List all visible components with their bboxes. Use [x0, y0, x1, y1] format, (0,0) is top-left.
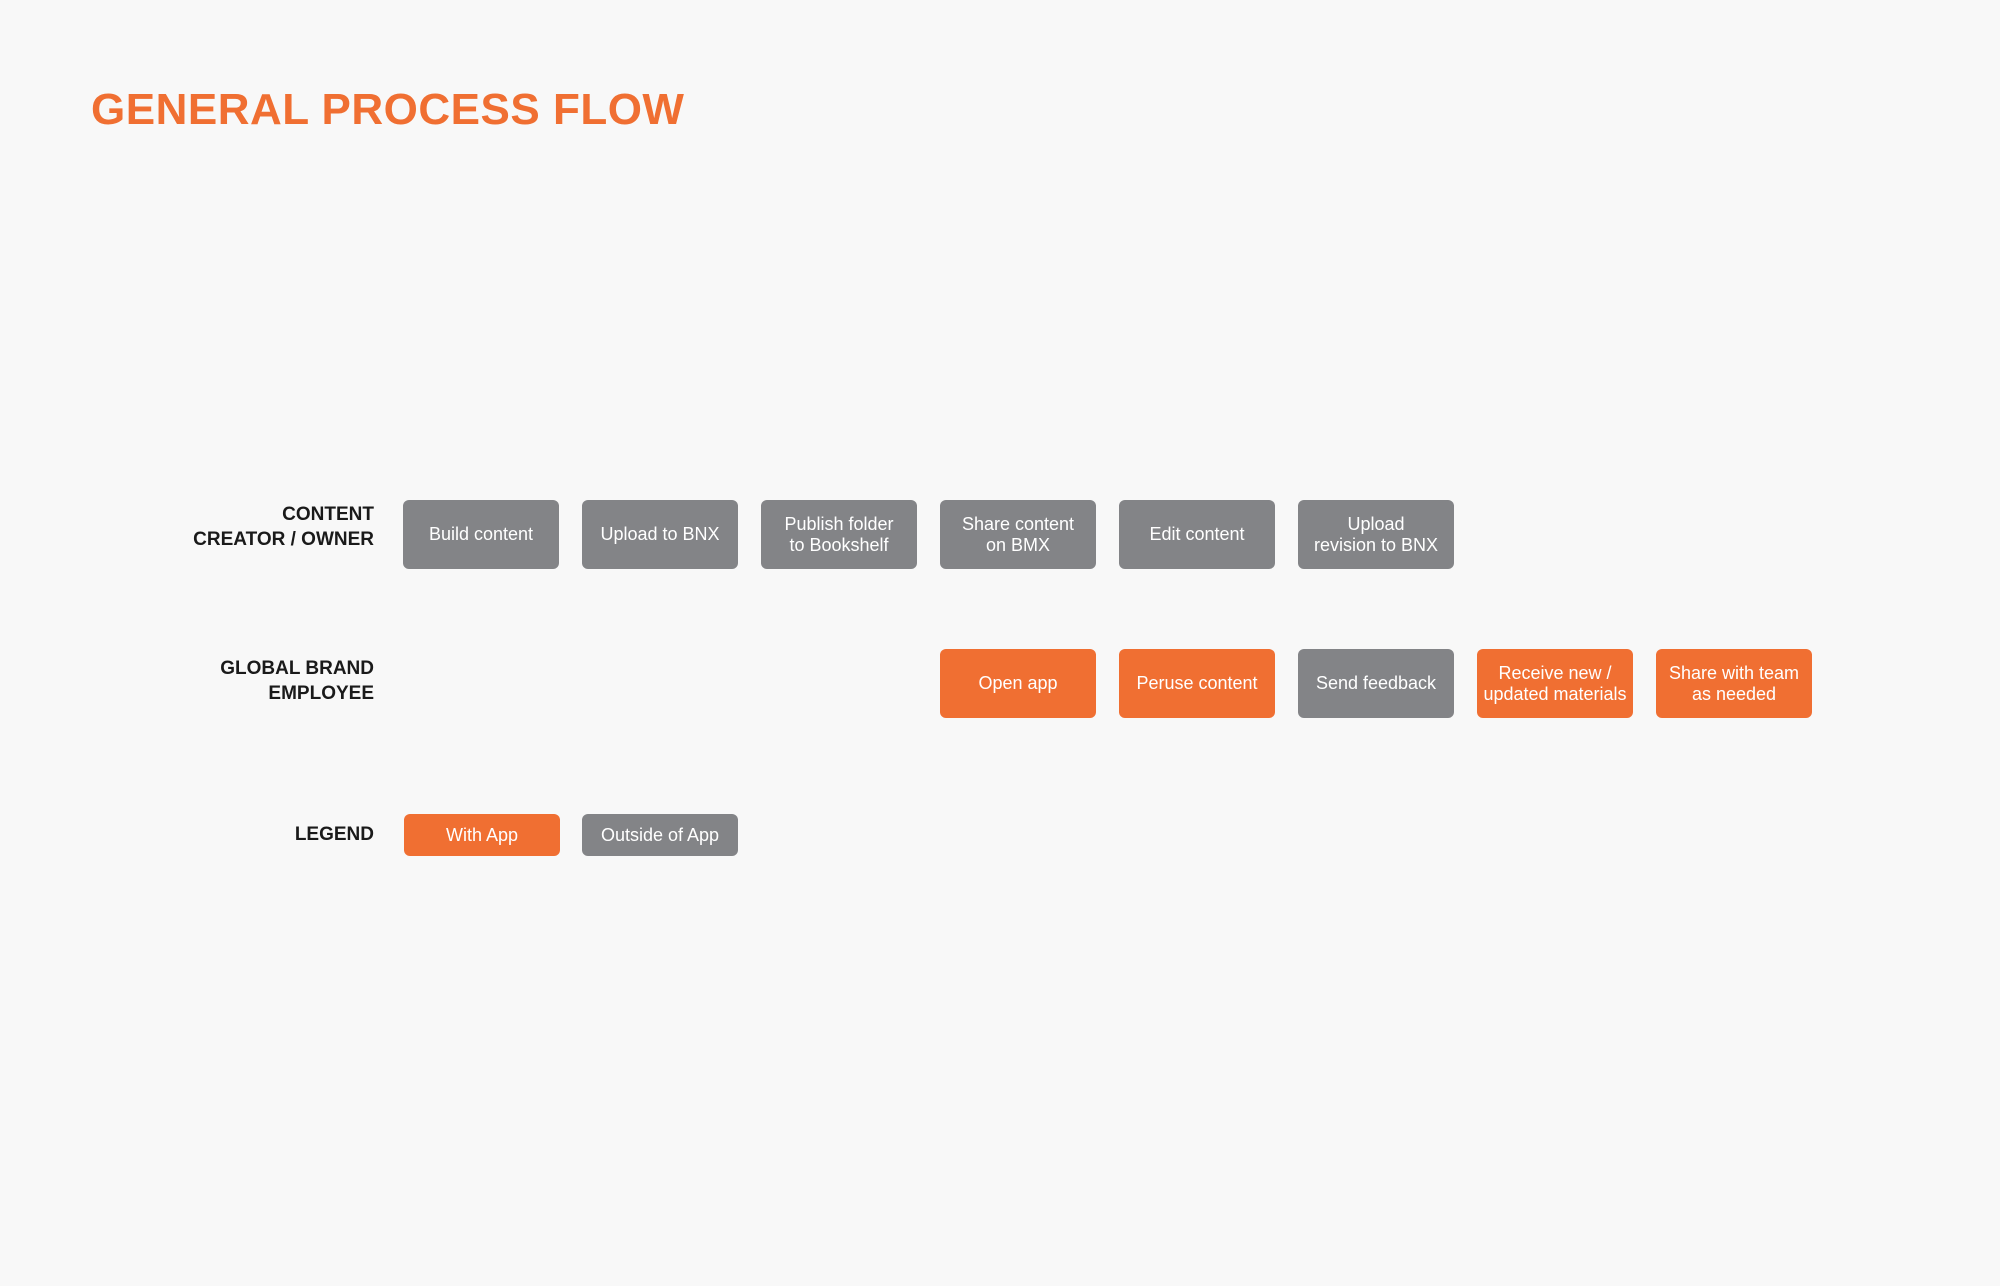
step-publish-folder: Publish folder to Bookshelf: [761, 500, 917, 569]
step-build-content: Build content: [403, 500, 559, 569]
step-share-with-team: Share with team as needed: [1656, 649, 1812, 718]
step-upload-to-bnx: Upload to BNX: [582, 500, 738, 569]
step-open-app: Open app: [940, 649, 1096, 718]
step-peruse-content: Peruse content: [1119, 649, 1275, 718]
page-title: GENERAL PROCESS FLOW: [91, 85, 685, 134]
lane-label-content-creator: CONTENT CREATOR / OWNER: [193, 504, 374, 550]
legend-with-app: With App: [404, 814, 560, 856]
lane-label-global-brand-employee: GLOBAL BRAND EMPLOYEE: [220, 658, 374, 704]
legend-outside-of-app: Outside of App: [582, 814, 738, 856]
step-send-feedback: Send feedback: [1298, 649, 1454, 718]
step-receive-materials: Receive new / updated materials: [1477, 649, 1633, 718]
step-share-content: Share content on BMX: [940, 500, 1096, 569]
legend-label: LEGEND: [294, 824, 374, 845]
step-upload-revision: Upload revision to BNX: [1298, 500, 1454, 569]
step-edit-content: Edit content: [1119, 500, 1275, 569]
